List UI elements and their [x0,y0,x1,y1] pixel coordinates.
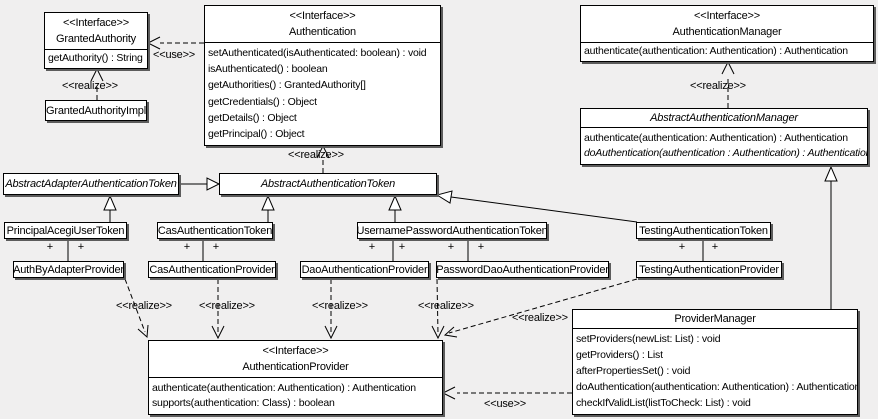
method: authenticate(authentication: Authenticat… [152,381,416,394]
edge-realize-cas-provider-to-authentication-provider [211,279,225,340]
class-authentication-manager[interactable]: <<Interface>> AuthenticationManager auth… [580,5,874,62]
method: getAuthorities() : GrantedAuthority[] [208,79,366,92]
edge-generalization-testing-token-to-abstract-token [435,190,638,223]
edge-realize-abstract-token-to-authentication [316,144,330,173]
realize-label: <<realize>> [288,149,344,161]
class-name: TestingAuthenticationToken [639,224,768,237]
class-name: AuthenticationManager [672,26,782,38]
class-cas-authentication-token[interactable]: CasAuthenticationToken [157,222,273,239]
edge-realize-granted-authority-impl-to-granted-authority [90,67,104,100]
class-name: DaoAuthenticationProvider [301,263,428,276]
method: setProviders(newList: List) : void [576,333,721,345]
class-abstract-authentication-token[interactable]: AbstractAuthenticationToken [219,173,437,195]
class-name: AbstractAuthenticationToken [260,178,396,190]
class-abstract-authentication-manager[interactable]: AbstractAuthenticationManager authentica… [580,108,868,165]
class-granted-authority[interactable]: <<Interface>> GrantedAuthority getAuthor… [44,12,148,69]
multiplicity-label: + [477,241,485,253]
class-name: AuthenticationProvider [242,361,349,373]
realize-label: <<realize>> [418,300,474,312]
method: getPrincipal() : Object [208,127,305,140]
class-testing-authentication-token[interactable]: TestingAuthenticationToken [636,222,771,239]
realize-label: <<realize>> [116,300,172,312]
multiplicity-label: + [447,241,455,253]
realize-label: <<realize>> [62,80,118,92]
stereotype-label: <<Interface>> [694,10,760,22]
multiplicity-label: + [678,241,686,253]
class-name: ProviderManager [573,310,857,329]
method: getProviders() : List [576,349,663,361]
method: authenticate(authentication: Authenticat… [584,45,848,57]
class-name: PrincipalAcegiUserToken [6,224,125,237]
edge-generalization-abstract-adapter-token-to-abstract-token [179,177,221,191]
multiplicity-label: + [398,241,406,253]
class-name: PasswordDaoAuthenticationProvider [436,263,609,276]
class-name: Authentication [289,26,356,38]
method: getAuthority() : String [48,52,143,64]
stereotype-label: <<Interface>> [289,10,356,22]
class-dao-authentication-provider[interactable]: DaoAuthenticationProvider [300,261,429,278]
multiplicity-label: + [368,241,376,253]
multiplicity-label: + [183,241,191,253]
class-testing-authentication-provider[interactable]: TestingAuthenticationProvider [636,261,782,278]
method: doAuthentication(authentication : Authen… [584,147,867,160]
multiplicity-label: + [46,241,54,253]
class-provider-manager[interactable]: ProviderManager setProviders(newList: Li… [572,309,858,415]
class-granted-authority-impl[interactable]: GrantedAuthorityImpl [45,100,147,121]
use-label: <<use>> [153,49,196,61]
stereotype-label: <<Interface>> [262,345,329,357]
method: setAuthenticated(isAuthenticated: boolea… [208,47,427,60]
method: authenticate(authentication: Authenticat… [584,131,848,144]
edge-use-provider-manager-to-authentication-provider [441,386,572,400]
class-name: UsernamePasswordAuthenticationToken [357,224,547,237]
class-abstract-adapter-authentication-token[interactable]: AbstractAdapterAuthenticationToken [3,173,179,195]
class-authentication-provider[interactable]: <<Interface>> AuthenticationProvider aut… [148,340,443,415]
edge-realize-dao-provider-to-authentication-provider [324,279,338,340]
class-name: GrantedAuthority [56,33,136,45]
class-password-dao-authentication-provider[interactable]: PasswordDaoAuthenticationProvider [436,261,609,278]
class-principal-acegi-user-token[interactable]: PrincipalAcegiUserToken [4,222,127,239]
multiplicity-label: + [212,241,220,253]
edge-use-authentication-to-granted-authority [146,36,204,50]
edge-realize-testing-provider-to-authentication-provider [443,278,638,338]
multiplicity-label: + [711,241,719,253]
method: getDetails() : Object [208,111,297,124]
realize-label: <<realize>> [312,300,368,312]
realize-label: <<realize>> [199,300,255,312]
class-cas-authentication-provider[interactable]: CasAuthenticationProvider [148,261,276,278]
method: isAuthenticated() : boolean [208,63,328,76]
method: doAuthentication(authentication: Authent… [576,381,857,393]
class-username-password-authentication-token[interactable]: UsernamePasswordAuthenticationToken [357,222,547,239]
method: afterPropertiesSet() : void [576,365,691,377]
use-label: <<use>> [484,398,527,410]
class-name: GrantedAuthorityImpl [46,104,146,117]
method: supports(authentication: Class) : boolea… [152,397,335,410]
edge-generalization-cas-token-to-abstract-token [261,194,275,222]
stereotype-label: <<Interface>> [63,17,129,29]
realize-label: <<realize>> [690,80,746,92]
class-name: CasAuthenticationToken [157,224,273,237]
class-name: AuthByAdapterProvider [13,263,124,276]
edge-realize-auth-by-adapter-provider-to-authentication-provider [124,278,149,339]
class-name: CasAuthenticationProvider [149,263,275,276]
edge-generalization-principal-token-to-abstract-adapter-token [103,194,117,222]
class-name: AbstractAuthenticationManager [581,109,867,128]
class-auth-by-adapter-provider[interactable]: AuthByAdapterProvider [13,261,124,278]
edge-realize-password-dao-provider-to-authentication-provider [431,278,445,340]
edge-generalization-username-password-token-to-abstract-token [388,194,402,222]
edge-realize-abstract-authentication-manager-to-authentication-manager [721,60,735,108]
class-name: TestingAuthenticationProvider [639,263,779,276]
method: checkIfValidList(listToCheck: List) : vo… [576,397,751,409]
edge-generalization-provider-manager-to-abstract-authentication-manager [824,165,838,309]
class-name: AbstractAdapterAuthenticationToken [5,178,177,190]
class-authentication[interactable]: <<Interface>> Authentication setAuthenti… [204,5,441,146]
multiplicity-label: + [77,241,85,253]
method: getCredentials() : Object [208,95,317,108]
realize-label: <<realize>> [512,312,568,324]
